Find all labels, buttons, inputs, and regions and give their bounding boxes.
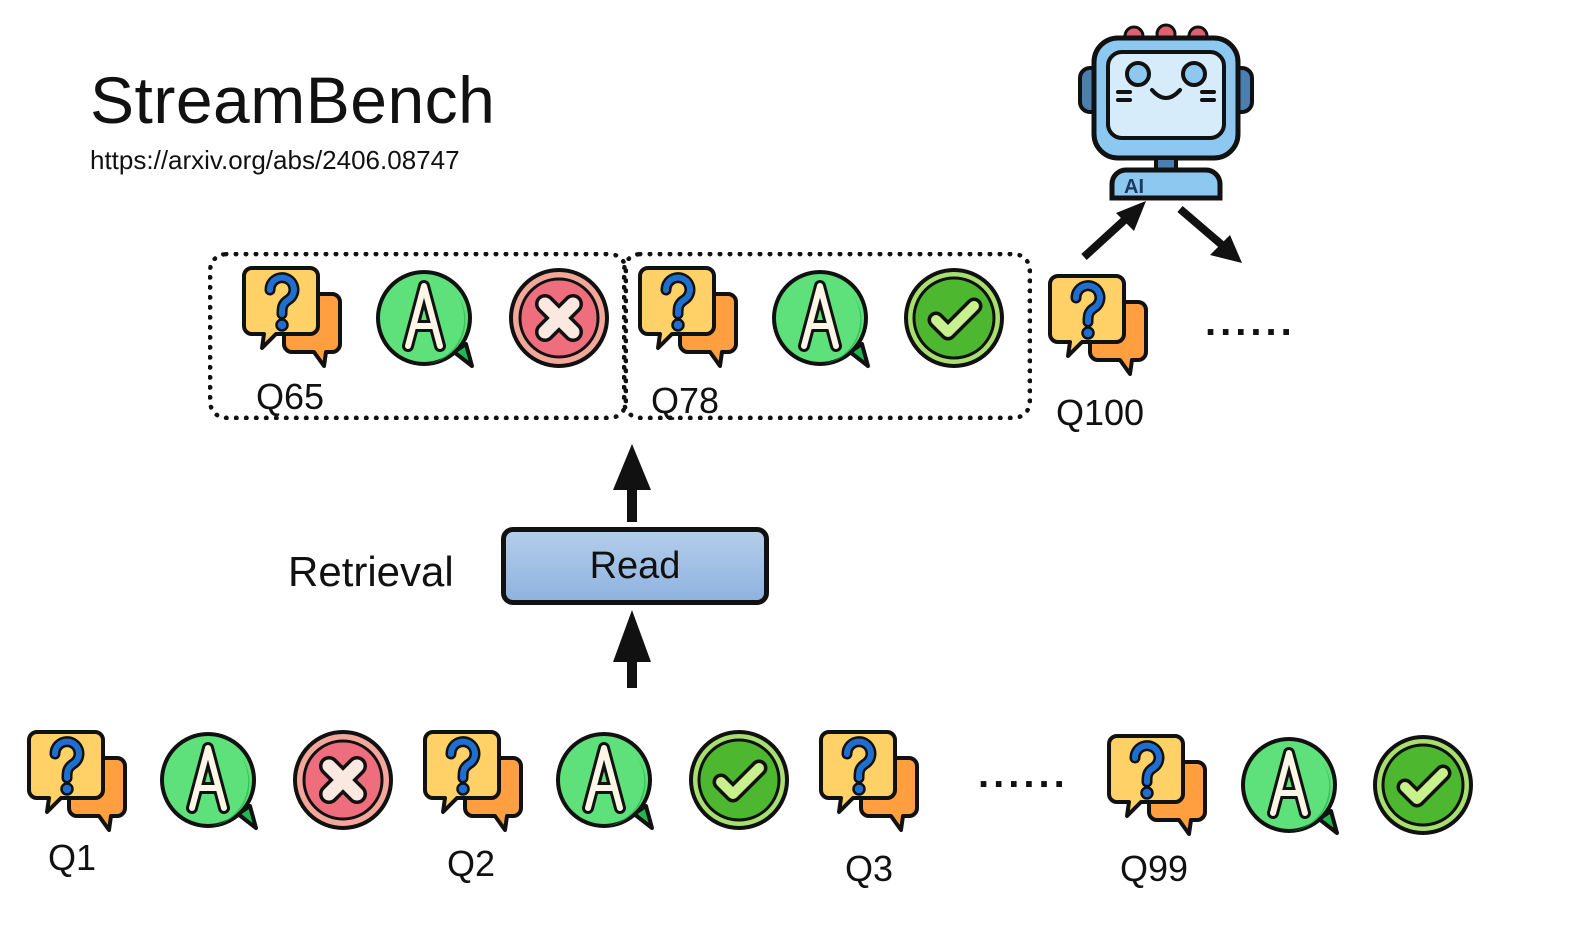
robot-ai-icon: AI	[1078, 23, 1254, 201]
paper-url-link[interactable]: https://arxiv.org/abs/2406.08747	[90, 145, 460, 175]
question-label: Q99	[1120, 848, 1189, 889]
incorrect-icon	[291, 728, 395, 832]
ellipsis: ......	[978, 752, 1069, 796]
robot-badge-text: AI	[1124, 176, 1144, 198]
answer-icon	[770, 266, 874, 370]
question-label: Q65	[256, 376, 325, 417]
arrow-out-of-agent	[1177, 205, 1225, 249]
ai-agent: AI	[1078, 22, 1254, 202]
question-icon	[1107, 732, 1211, 836]
question-label: Q1	[48, 837, 97, 878]
read-button[interactable]: Read	[501, 527, 769, 605]
question-label: Q100	[1056, 392, 1145, 433]
read-button-label: Read	[589, 544, 681, 587]
arrow-out-of-agent-head	[1210, 235, 1242, 263]
diagram-title: StreamBench	[90, 63, 496, 137]
answer-icon	[1239, 733, 1343, 837]
arrow-up-from-stream	[613, 610, 651, 688]
correct-icon	[1371, 733, 1475, 837]
agent-io-arrows	[1081, 201, 1242, 263]
retrieved-group-q78	[622, 252, 1032, 420]
question-icon	[242, 264, 346, 368]
correct-icon	[687, 728, 791, 832]
question-icon	[1048, 272, 1152, 376]
arrow-up-to-memory	[613, 444, 651, 522]
answer-icon	[158, 728, 262, 832]
arrow-into-agent-head	[1116, 201, 1146, 231]
question-icon	[819, 728, 923, 832]
question-label: Q2	[447, 843, 496, 884]
question-icon	[638, 264, 742, 368]
ellipsis: ......	[1205, 300, 1296, 344]
question-label: Q78	[651, 380, 720, 421]
retrieval-label: Retrieval	[288, 548, 454, 595]
incorrect-icon	[507, 266, 611, 370]
correct-icon	[902, 266, 1006, 370]
answer-icon	[374, 266, 478, 370]
arrow-into-agent	[1081, 212, 1133, 260]
answer-icon	[554, 728, 658, 832]
question-label: Q3	[845, 848, 894, 889]
question-icon	[27, 728, 131, 832]
question-icon	[423, 728, 527, 832]
